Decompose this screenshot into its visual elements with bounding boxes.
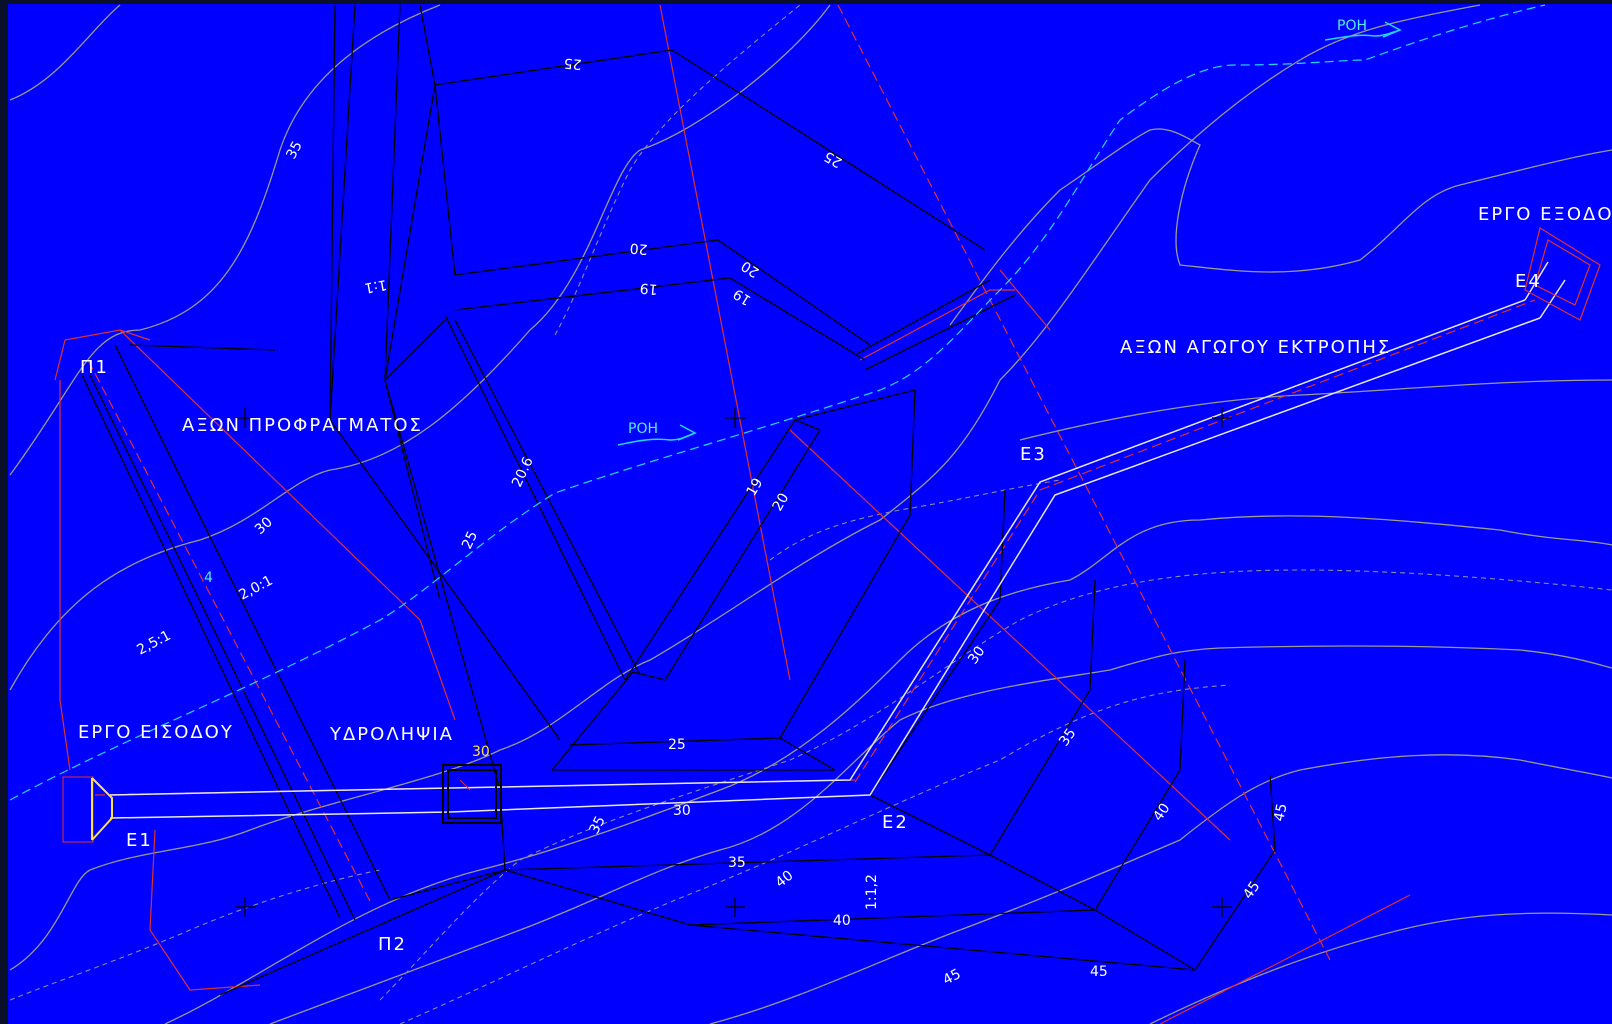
intake-tower bbox=[442, 764, 502, 824]
structure-lines bbox=[81, 4, 1276, 996]
dashed-features bbox=[9, 4, 1612, 1024]
contour-label: 30 bbox=[472, 744, 490, 760]
model-space bbox=[8, 4, 1612, 1024]
label-diversion-axis: ΑΞΩΝ ΑΓΩΓΟΥ ΕΚΤΡΟΠΗΣ bbox=[1120, 337, 1391, 358]
flow-arrow-1 bbox=[617, 424, 697, 446]
contour-label: 20 bbox=[770, 491, 793, 514]
point-e4: Ε4 bbox=[1515, 271, 1542, 292]
inlet-structure bbox=[62, 776, 113, 843]
contour-label: 20 bbox=[629, 239, 648, 256]
contour-label: 25 bbox=[459, 529, 481, 552]
point-e1: Ε1 bbox=[126, 830, 153, 851]
contour-line bbox=[709, 754, 1612, 1024]
contour-line bbox=[949, 128, 1612, 326]
point-p2: Π2 bbox=[378, 934, 407, 955]
label-intake: ΥΔΡΟΛΗΨΙΑ bbox=[329, 724, 454, 745]
flow-label-1: ΡΟΗ bbox=[628, 421, 658, 437]
outlet-structure bbox=[1524, 227, 1601, 321]
slope-label: 1:1,2 bbox=[864, 874, 880, 910]
contour-line bbox=[1149, 912, 1612, 1024]
contour-label: 45 bbox=[940, 966, 963, 988]
contour-label: 25 bbox=[668, 737, 686, 753]
contour-line bbox=[9, 4, 441, 476]
contour-label: 25 bbox=[822, 148, 845, 171]
contour-line bbox=[1019, 379, 1612, 441]
contour-label: 25 bbox=[563, 54, 582, 71]
contour-label: 35 bbox=[586, 814, 608, 837]
contour-label: 30 bbox=[673, 803, 691, 819]
contour-label: 35 bbox=[728, 855, 746, 871]
flow-line bbox=[9, 4, 1546, 801]
contour-label: 35 bbox=[283, 139, 305, 162]
contour-lines bbox=[9, 4, 1612, 1024]
survey-crosses bbox=[235, 408, 1232, 917]
contour-label: 45 bbox=[1271, 802, 1290, 823]
berm-label: 4 bbox=[204, 570, 213, 586]
contour-line bbox=[269, 645, 1612, 1024]
contour-line bbox=[9, 4, 121, 101]
contour-line bbox=[9, 4, 831, 691]
diversion-culvert bbox=[109, 261, 1566, 819]
contour-label: 40 bbox=[833, 913, 851, 929]
label-inlet-structure: ΕΡΓΟ ΕΙΣΟΔΟΥ bbox=[78, 722, 234, 743]
contour-line bbox=[9, 4, 1481, 971]
flow-arrow-2 bbox=[1324, 21, 1402, 41]
label-embankment-axis: ΑΞΩΝ ΠΡΟΦΡΑΓΜΑΤΟΣ bbox=[182, 415, 423, 436]
contour-label: 19 bbox=[639, 279, 658, 296]
point-p1: Π1 bbox=[80, 357, 109, 378]
contour-label: 19 bbox=[744, 476, 767, 499]
contour-line bbox=[164, 515, 1612, 1024]
label-outlet-structure: ΕΡΓΟ ΕΞΟΔΟΥ bbox=[1478, 204, 1612, 225]
slope-label: 1:1 bbox=[363, 276, 388, 296]
contour-label: 45 bbox=[1090, 964, 1108, 980]
point-e2: Ε2 bbox=[882, 812, 909, 833]
point-e3: Ε3 bbox=[1020, 444, 1047, 465]
flow-label-2: ΡΟΗ bbox=[1337, 18, 1367, 34]
